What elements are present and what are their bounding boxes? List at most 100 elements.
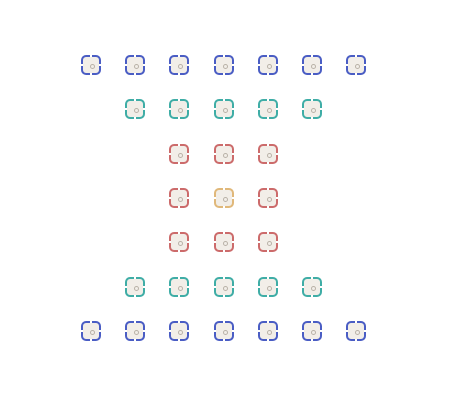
tile-frame-notch — [143, 285, 146, 288]
tile-frame-notch — [311, 73, 313, 75]
game-tile-blue[interactable] — [125, 320, 146, 341]
tile-frame-notch — [134, 73, 137, 75]
tile-frame-notch — [187, 152, 190, 155]
tile-frame-notch — [275, 152, 278, 155]
tile-center-dot — [222, 329, 228, 335]
tile-frame-notch — [346, 64, 349, 66]
tile-frame-notch — [266, 117, 269, 120]
tile-frame-notch — [134, 338, 137, 341]
tile-frame-notch — [364, 329, 367, 332]
tile-frame-notch — [90, 338, 92, 341]
game-tile-blue[interactable] — [257, 320, 278, 341]
tile-frame-notch — [231, 196, 234, 199]
game-tile-blue[interactable] — [257, 55, 278, 75]
tile-frame-notch — [222, 187, 225, 190]
game-tile-blue[interactable] — [169, 320, 190, 341]
tile-frame-notch — [266, 232, 269, 235]
game-tile-blue[interactable] — [302, 320, 322, 341]
game-tile-blue[interactable] — [213, 320, 234, 341]
tile-frame-notch — [187, 241, 190, 244]
tile-frame-notch — [275, 329, 278, 332]
game-tile-gold[interactable] — [213, 187, 234, 208]
tile-frame-notch — [99, 329, 101, 332]
game-tile-red[interactable] — [169, 232, 190, 253]
game-tile-blue[interactable] — [213, 55, 234, 75]
game-tile-teal[interactable] — [169, 99, 190, 120]
tile-frame-notch — [257, 64, 260, 66]
game-tile-blue[interactable] — [302, 55, 322, 75]
tile-frame-notch — [178, 99, 181, 102]
tile-frame-notch — [222, 320, 225, 323]
game-tile-red[interactable] — [213, 143, 234, 164]
tile-frame-notch — [302, 329, 304, 332]
game-tile-blue[interactable] — [346, 55, 367, 75]
tile-center-dot — [134, 285, 140, 291]
game-tile-red[interactable] — [169, 187, 190, 208]
tile-frame-notch — [222, 294, 225, 297]
tile-center-dot — [134, 64, 140, 69]
tile-frame-notch — [355, 320, 358, 323]
tile-frame-notch — [257, 196, 260, 199]
tile-frame-notch — [125, 285, 128, 288]
tile-frame-notch — [231, 152, 234, 155]
tile-frame-notch — [266, 99, 269, 102]
tile-center-dot — [134, 108, 140, 114]
tile-center-dot — [266, 108, 272, 114]
tile-frame-notch — [275, 241, 278, 244]
tile-frame-notch — [266, 276, 269, 279]
game-tile-teal[interactable] — [169, 276, 190, 297]
tile-frame-notch — [222, 73, 225, 75]
tile-frame-notch — [169, 152, 172, 155]
game-tile-red[interactable] — [257, 187, 278, 208]
tile-frame-notch — [134, 99, 137, 102]
tile-frame-notch — [178, 55, 181, 57]
game-tile-teal[interactable] — [213, 99, 234, 120]
game-tile-teal[interactable] — [213, 276, 234, 297]
tile-frame-notch — [134, 320, 137, 323]
tile-frame-notch — [222, 99, 225, 102]
tile-frame-notch — [311, 294, 313, 297]
tile-center-dot — [311, 64, 316, 69]
game-tile-blue[interactable] — [346, 320, 367, 341]
game-tile-blue[interactable] — [125, 55, 146, 75]
tile-frame-notch — [143, 64, 146, 66]
game-tile-teal[interactable] — [125, 276, 146, 297]
game-tile-red[interactable] — [257, 232, 278, 253]
game-tile-teal[interactable] — [125, 99, 146, 120]
tile-frame-notch — [178, 320, 181, 323]
tile-frame-notch — [364, 64, 367, 66]
tile-frame-notch — [266, 205, 269, 208]
game-tile-teal[interactable] — [257, 276, 278, 297]
tile-frame-notch — [222, 161, 225, 164]
tile-frame-notch — [169, 64, 172, 66]
game-tile-blue[interactable] — [169, 55, 190, 75]
tile-center-dot — [266, 64, 272, 69]
tile-frame-notch — [169, 329, 172, 332]
tile-frame-notch — [178, 73, 181, 75]
game-tile-blue[interactable] — [81, 320, 101, 341]
game-tile-teal[interactable] — [257, 99, 278, 120]
game-tile-red[interactable] — [213, 232, 234, 253]
game-tile-teal[interactable] — [302, 99, 322, 120]
tile-frame-notch — [275, 108, 278, 111]
game-tile-teal[interactable] — [302, 276, 322, 297]
game-tile-red[interactable] — [169, 143, 190, 164]
tile-frame-notch — [90, 73, 92, 75]
tile-frame-notch — [311, 55, 313, 57]
tile-frame-notch — [320, 108, 322, 111]
tile-frame-notch — [266, 143, 269, 146]
tile-frame-notch — [90, 320, 92, 323]
tile-center-dot — [266, 152, 272, 158]
tile-center-dot — [222, 196, 228, 202]
game-tile-red[interactable] — [257, 143, 278, 164]
tile-center-dot — [222, 108, 228, 114]
tile-frame-notch — [213, 64, 216, 66]
game-tile-blue[interactable] — [81, 55, 101, 75]
tile-frame-notch — [320, 64, 322, 66]
tile-center-dot — [266, 196, 272, 202]
tile-frame-notch — [266, 187, 269, 190]
tile-frame-notch — [134, 117, 137, 120]
tile-frame-notch — [275, 196, 278, 199]
tile-frame-notch — [311, 99, 313, 102]
tile-center-dot — [178, 285, 184, 291]
